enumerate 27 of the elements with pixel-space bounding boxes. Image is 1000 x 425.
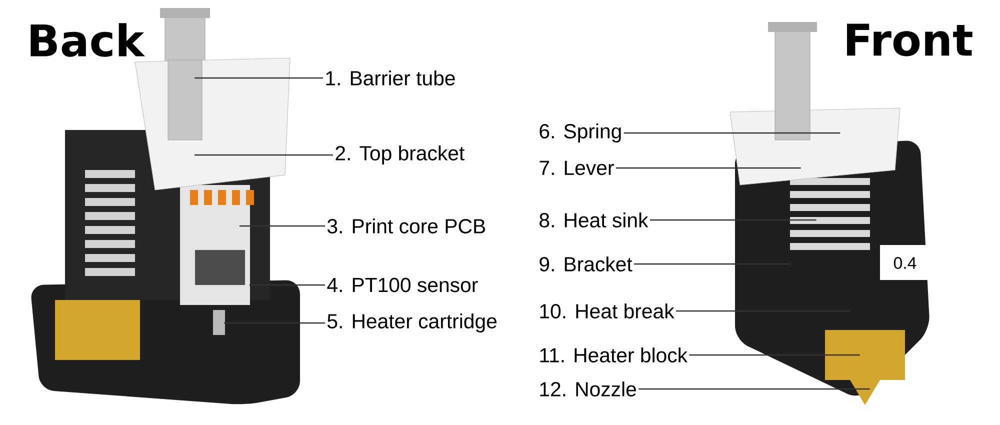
nozzle-size-text: 0.4 <box>894 257 916 269</box>
leader-line <box>194 154 333 156</box>
leader-line <box>650 219 816 221</box>
part-label: 10. Heat break <box>540 304 674 318</box>
part-label: 3. Print core PCB <box>327 218 485 234</box>
part-label: 8. Heat sink <box>540 212 648 228</box>
part-label: 5. Heater cartridge <box>328 313 496 332</box>
leader-line <box>634 263 791 265</box>
part-label: 2. Top bracket <box>336 146 464 164</box>
part-label: 11. Heater block <box>540 348 688 362</box>
view-heading: Back <box>30 23 145 57</box>
part-label: 1. Barrier tube <box>326 70 455 86</box>
leader-line <box>676 310 850 312</box>
leader-line <box>194 77 323 79</box>
leader-line <box>689 354 860 356</box>
part-label: 7. Lever <box>540 160 614 176</box>
leader-line <box>616 167 801 169</box>
part-label: 12. Nozzle <box>540 382 636 396</box>
leader-line <box>638 388 870 390</box>
leader-line <box>249 284 325 286</box>
leader-line <box>240 225 325 227</box>
part-label: 9. Bracket <box>540 256 632 272</box>
part-label: 4. PT100 sensor <box>327 278 478 292</box>
part-label: 6. Spring <box>540 124 621 142</box>
view-heading: Front <box>847 24 972 56</box>
printhead-drawing <box>31 8 300 404</box>
leader-line <box>624 132 840 134</box>
